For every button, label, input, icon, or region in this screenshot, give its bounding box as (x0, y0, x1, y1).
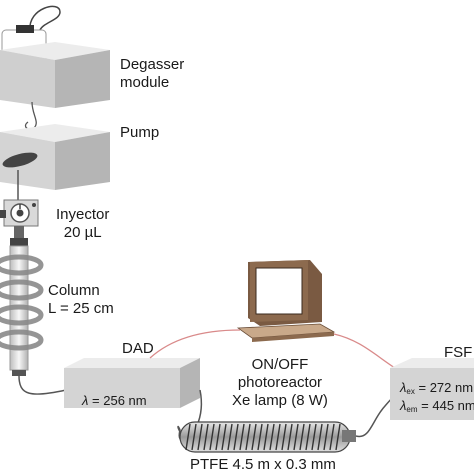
fsf-ex-sub: ex (406, 387, 415, 396)
fsf-ex-wavelength: λex = 272 nm (400, 380, 473, 396)
fsf-em-sub: em (406, 405, 418, 414)
column-label-line2: L = 25 cm (48, 300, 114, 317)
dad-computer-cable (149, 329, 241, 359)
fsf-em-value: = 445 nm (421, 398, 474, 413)
dad-lambda-symbol: λ (82, 393, 89, 408)
degasser-label-line2: module (120, 74, 170, 91)
injector-label-line2: 20 µL (63, 224, 102, 241)
fsf-label: FSF (444, 344, 473, 361)
fsf-em-lambda: λ (400, 398, 407, 413)
pump-unit (0, 124, 110, 190)
column (9, 226, 29, 376)
column-coil (0, 254, 44, 351)
degasser-label: Degasser module (120, 56, 184, 92)
dad-wavelength-value: = 256 nm (92, 393, 147, 408)
dad-label: DAD (122, 340, 154, 357)
injector-label: Inyector 20 µL (56, 206, 109, 242)
ptfe-tubing-label: PTFE 4.5 m x 0.3 mm (190, 456, 336, 473)
degasser-module (0, 42, 110, 108)
column-label: Column L = 25 cm (48, 282, 114, 318)
photoreactor-coil (179, 421, 356, 453)
injector-label-line1: Inyector (56, 206, 110, 223)
column-label-line1: Column (48, 282, 100, 299)
computer (236, 260, 336, 342)
fsf-ex-lambda: λ (400, 380, 407, 395)
dad-detector (64, 358, 200, 408)
degasser-label-line1: Degasser (120, 56, 185, 73)
photoreactor-label: ON/OFF photoreactor Xe lamp (8 W) (232, 356, 328, 410)
photoreactor-label-line2: photoreactor (237, 374, 323, 391)
dad-wavelength: λ = 256 nm (82, 393, 147, 408)
column-dad-tubing (18, 375, 67, 395)
injector-valve (0, 199, 39, 227)
fsf-em-wavelength: λem = 445 nm (400, 398, 474, 414)
fsf-ex-value: = 272 nm (418, 380, 474, 395)
pump-label: Pump (120, 124, 160, 141)
photoreactor-label-line1: ON/OFF (251, 356, 309, 373)
photoreactor-label-line3: Xe lamp (8 W) (232, 392, 328, 409)
fsf-detector (390, 358, 474, 420)
degasser-pump-tubing (24, 101, 37, 130)
pump-head (2, 152, 38, 168)
computer-fsf-cable (333, 333, 396, 369)
